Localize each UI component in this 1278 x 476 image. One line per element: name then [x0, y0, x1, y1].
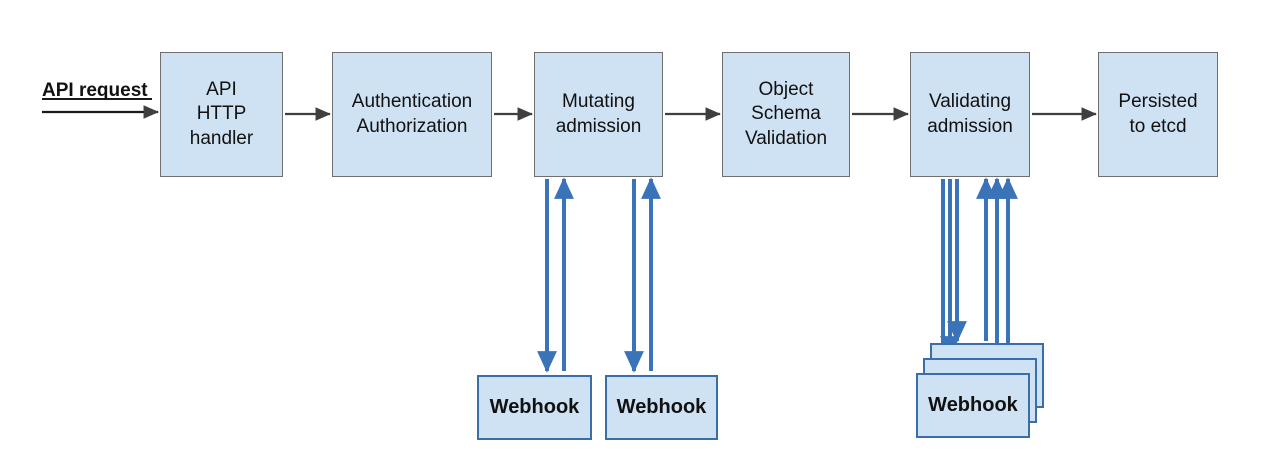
node-object-schema-validation-label: Object Schema Validation — [744, 79, 828, 149]
node-authn-authz-label: Authentication Authorization — [351, 91, 473, 137]
node-api-http-handler[interactable]: API HTTP handler — [160, 52, 283, 177]
node-api-http-handler-label: API HTTP handler — [189, 79, 254, 149]
node-validating-webhook-front[interactable]: Webhook — [916, 373, 1030, 438]
entry-label: API request — [42, 80, 148, 101]
node-mutating-webhook-2[interactable]: Webhook — [605, 375, 718, 440]
node-persisted-to-etcd-label: Persisted to etcd — [1118, 91, 1198, 137]
entry-arrow-group — [42, 98, 159, 119]
node-mutating-admission-label: Mutating admission — [555, 91, 642, 137]
mutating-webhook-2-arrows — [624, 177, 661, 373]
node-mutating-admission[interactable]: Mutating admission — [534, 52, 663, 177]
node-mutating-webhook-1[interactable]: Webhook — [477, 375, 592, 440]
node-mutating-webhook-1-label: Webhook — [489, 396, 580, 418]
validating-webhook-stack-arrows — [933, 177, 1018, 373]
node-persisted-to-etcd[interactable]: Persisted to etcd — [1098, 52, 1218, 177]
node-validating-webhook-front-label: Webhook — [928, 394, 1018, 416]
node-validating-admission[interactable]: Validating admission — [910, 52, 1030, 177]
node-authn-authz[interactable]: Authentication Authorization — [332, 52, 492, 177]
mutating-webhook-1-arrows — [537, 177, 574, 373]
node-validating-admission-label: Validating admission — [927, 91, 1013, 137]
node-mutating-webhook-2-label: Webhook — [616, 396, 707, 418]
node-object-schema-validation[interactable]: Object Schema Validation — [722, 52, 850, 177]
